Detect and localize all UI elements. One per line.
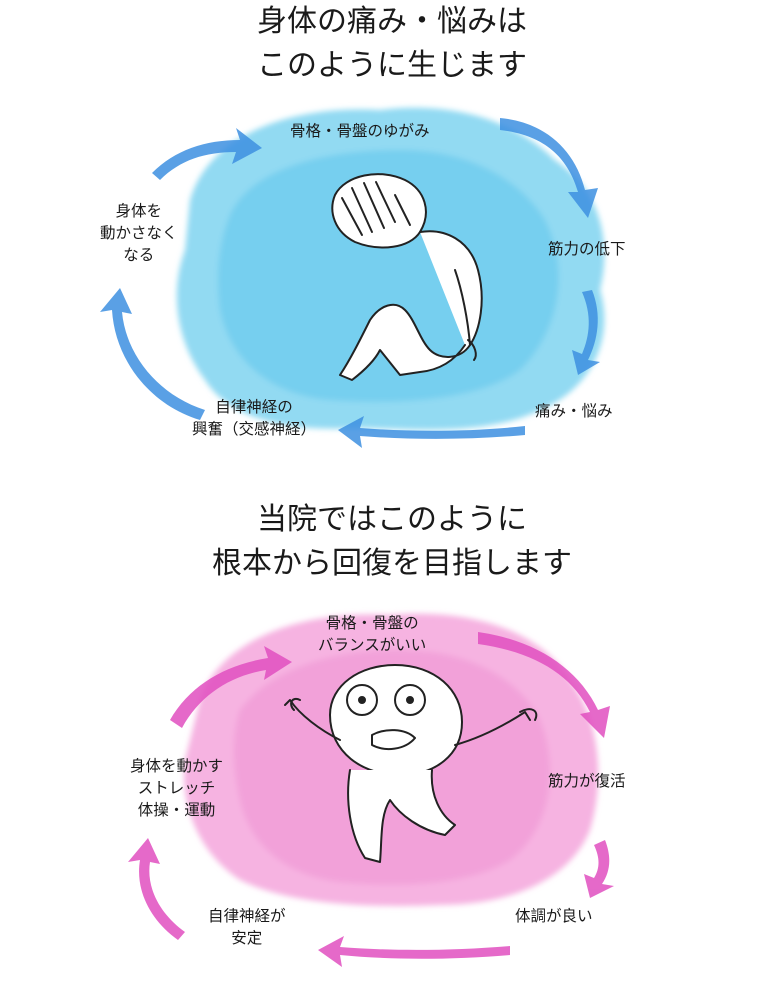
top-label-pain: 痛み・悩み xyxy=(535,400,613,422)
bottom-label-autonomic-stable: 自律神経が 安定 xyxy=(208,905,286,949)
label-line: 自律神経が xyxy=(208,907,286,925)
bottom-title-line: 当院ではこのように xyxy=(257,502,527,537)
top-title-line: 身体の痛み・悩みは xyxy=(257,4,527,39)
label-line: 興奮（交感神経） xyxy=(192,420,317,438)
label-line: 骨格・骨盤のゆがみ xyxy=(290,122,430,140)
label-line: 安定 xyxy=(231,929,263,947)
label-line: 筋力の低下 xyxy=(548,240,626,258)
label-line: 自律神経の xyxy=(215,398,293,416)
label-line: 身体を動かす xyxy=(130,757,224,775)
bottom-happy-figure xyxy=(284,664,538,863)
label-line: 体調が良い xyxy=(515,907,593,925)
bottom-label-skeleton-balance: 骨格・骨盤の バランスがいい xyxy=(318,612,426,656)
label-line: 痛み・悩み xyxy=(535,402,613,420)
label-line: 骨格・骨盤の xyxy=(325,614,419,632)
arrow-left-upward xyxy=(100,288,205,420)
arrow-left-to-top-b xyxy=(170,646,292,728)
arrow-bottom-leftward-b xyxy=(318,936,510,967)
label-line: ストレッチ xyxy=(137,779,216,797)
label-line: 身体を xyxy=(115,202,163,220)
bottom-cycle-arrows xyxy=(128,632,614,967)
bottom-title: 当院ではこのように 根本から回復を目指します xyxy=(0,498,784,586)
bottom-label-exercise: 身体を動かす ストレッチ 体操・運動 xyxy=(130,755,223,821)
top-title-line: このように生じます xyxy=(257,48,527,83)
top-label-muscle-weakness: 筋力の低下 xyxy=(548,238,626,260)
top-cycle-arrows xyxy=(100,118,600,448)
label-line: なる xyxy=(123,246,155,264)
arrow-left-upward-b xyxy=(128,838,185,940)
label-line: 動かさなく xyxy=(100,224,178,242)
label-line: 筋力が復活 xyxy=(548,772,626,790)
top-label-skeleton-distortion: 骨格・骨盤のゆがみ xyxy=(290,120,430,142)
arrow-right-down xyxy=(572,290,600,375)
label-line: 体操・運動 xyxy=(137,801,216,819)
top-label-autonomic-excitement: 自律神経の 興奮（交感神経） xyxy=(192,396,316,440)
top-hunched-figure xyxy=(331,173,483,381)
arrow-right-down-b xyxy=(584,840,614,898)
label-line: バランスがいい xyxy=(318,636,427,654)
bottom-title-line: 根本から回復を目指します xyxy=(212,546,572,581)
top-title: 身体の痛み・悩みは このように生じます xyxy=(0,0,784,88)
arrow-top-to-right xyxy=(500,118,598,218)
arrow-bottom-leftward xyxy=(338,416,525,448)
bottom-label-good-condition: 体調が良い xyxy=(515,905,593,927)
arrow-left-to-top xyxy=(152,128,262,180)
bottom-label-muscle-recovery: 筋力が復活 xyxy=(548,770,626,792)
arrow-top-to-right-b xyxy=(478,632,610,738)
top-label-stop-moving: 身体を 動かさなく なる xyxy=(100,200,178,266)
